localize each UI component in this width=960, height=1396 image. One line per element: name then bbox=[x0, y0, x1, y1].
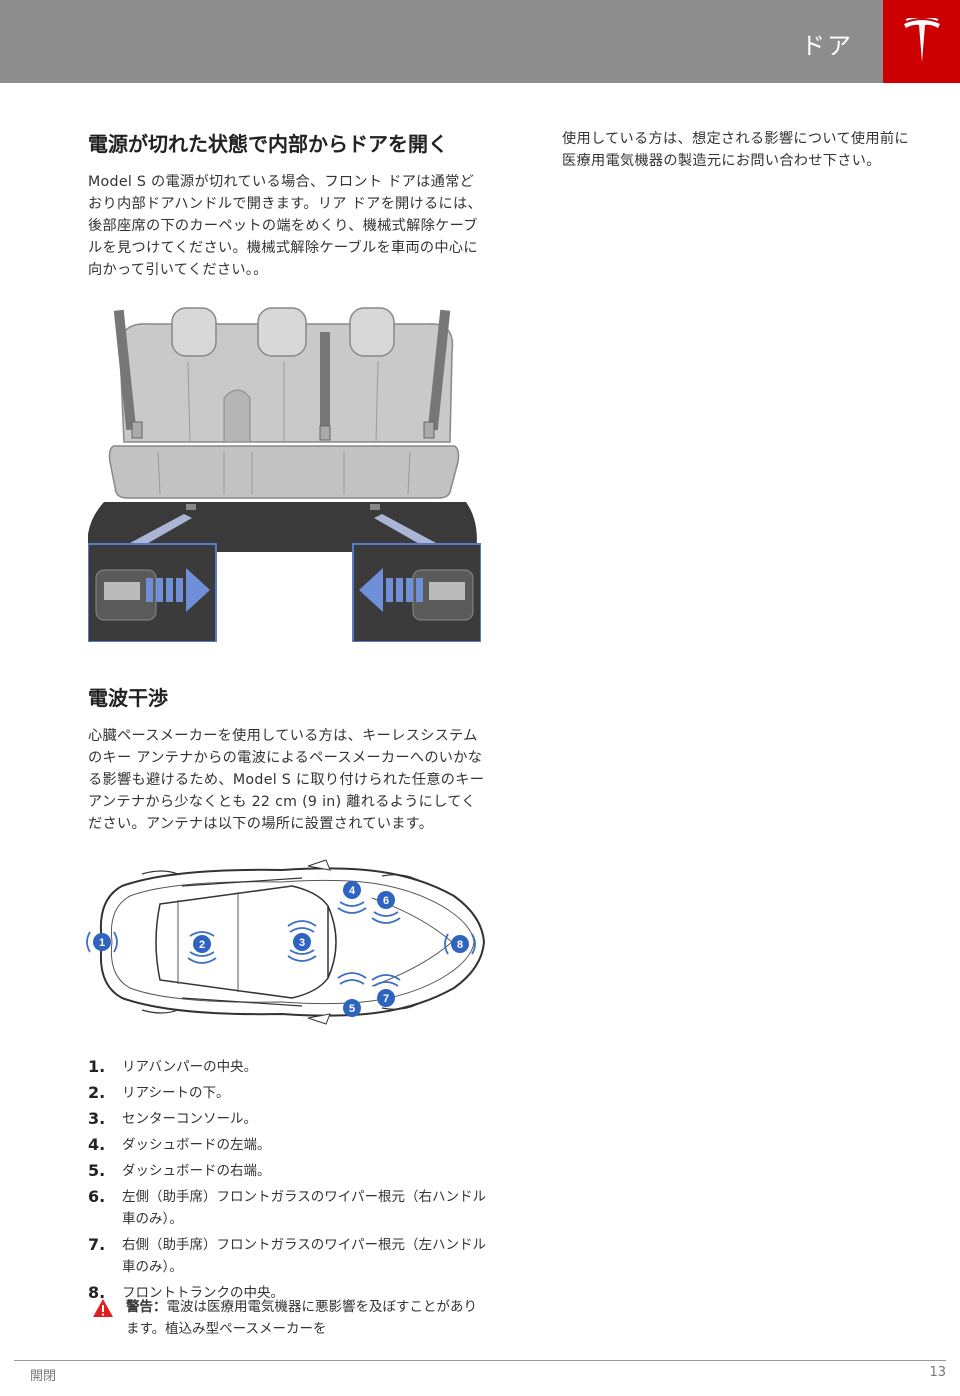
list-item: 4.ダッシュボードの左端。 bbox=[88, 1135, 271, 1154]
svg-text:2: 2 bbox=[199, 939, 205, 951]
svg-text:4: 4 bbox=[349, 885, 356, 897]
page-section-title: ドア bbox=[801, 32, 853, 60]
svg-text:6: 6 bbox=[383, 895, 389, 907]
warning-label: 警告： bbox=[126, 1299, 167, 1315]
antenna-location-list: 1.リアバンパーの中央。 2.リアシートの下。 3.センターコンソール。 4.ダ… bbox=[88, 1056, 488, 1308]
tesla-logo-icon bbox=[903, 17, 940, 62]
warning-text: 警告：電波は医療用電気機器に悪影響を及ぼすことがあります。植込み型ペースメーカー… bbox=[126, 1299, 477, 1337]
section-body: Model S の電源が切れている場合、フロント ドアは通常どおり内部ドアハンド… bbox=[88, 174, 482, 278]
antenna-marker-5: 5 bbox=[337, 972, 367, 1017]
list-item: 2.リアシートの下。 bbox=[88, 1083, 230, 1102]
svg-text:5: 5 bbox=[349, 1003, 355, 1015]
antenna-marker-4: 4 bbox=[337, 881, 367, 914]
right-column-continuation: 使用している方は、想定される影響について使用前に医療用電気機器の製造元にお問い合… bbox=[562, 128, 922, 172]
list-item: 5.ダッシュボードの右端。 bbox=[88, 1161, 271, 1180]
warning-callout: 警告：電波は医療用電気機器に悪影響を及ぼすことがあります。植込み型ペースメーカー… bbox=[92, 1296, 488, 1340]
list-item: 3.センターコンソール。 bbox=[88, 1109, 257, 1128]
svg-text:8: 8 bbox=[457, 939, 463, 951]
continuation-text: 使用している方は、想定される影響について使用前に医療用電気機器の製造元にお問い合… bbox=[562, 131, 909, 169]
antenna-marker-2: 2 bbox=[187, 931, 217, 964]
footer-divider bbox=[14, 1360, 946, 1361]
page-number: 13 bbox=[929, 1365, 946, 1380]
antenna-marker-7: 7 bbox=[371, 974, 401, 1007]
antenna-marker-6: 6 bbox=[371, 891, 401, 924]
header-bar: ドア bbox=[0, 0, 883, 83]
antenna-marker-8: 8 bbox=[444, 933, 476, 955]
section-body: 心臓ペースメーカーを使用している方は、キーレスシステムのキー アンテナからの電波… bbox=[88, 728, 485, 832]
list-item: 6.左側（助手席）フロントガラスのワイパー根元（右ハンドル車のみ）。 bbox=[88, 1187, 486, 1227]
antenna-marker-1: 1 bbox=[86, 931, 118, 953]
list-item: 8.フロントトランクの中央。 bbox=[88, 1283, 284, 1302]
section-heading: 電源が切れた状態で内部からドアを開く bbox=[88, 132, 448, 156]
antenna-location-diagram: 1 2 3 4 5 6 bbox=[82, 856, 492, 1028]
warning-icon bbox=[92, 1296, 126, 1340]
list-item: 7.右側（助手席）フロントガラスのワイパー根元（左ハンドル車のみ）。 bbox=[88, 1235, 486, 1275]
section-heading: 電波干渉 bbox=[88, 686, 168, 710]
list-item: 1.リアバンパーの中央。 bbox=[88, 1057, 258, 1076]
tesla-logo bbox=[883, 0, 960, 83]
svg-text:3: 3 bbox=[299, 937, 305, 949]
antenna-marker-3: 3 bbox=[287, 920, 317, 962]
svg-text:1: 1 bbox=[99, 937, 105, 949]
svg-text:7: 7 bbox=[383, 993, 389, 1005]
section-power-off-door: 電源が切れた状態で内部からドアを開く Model S の電源が切れている場合、フ… bbox=[88, 128, 488, 281]
footer-section-name: 開閉 bbox=[30, 1369, 57, 1384]
rear-seat-illustration bbox=[87, 302, 482, 643]
section-radio-interference: 電波干渉 心臓ペースメーカーを使用している方は、キーレスシステムのキー アンテナ… bbox=[88, 682, 488, 835]
